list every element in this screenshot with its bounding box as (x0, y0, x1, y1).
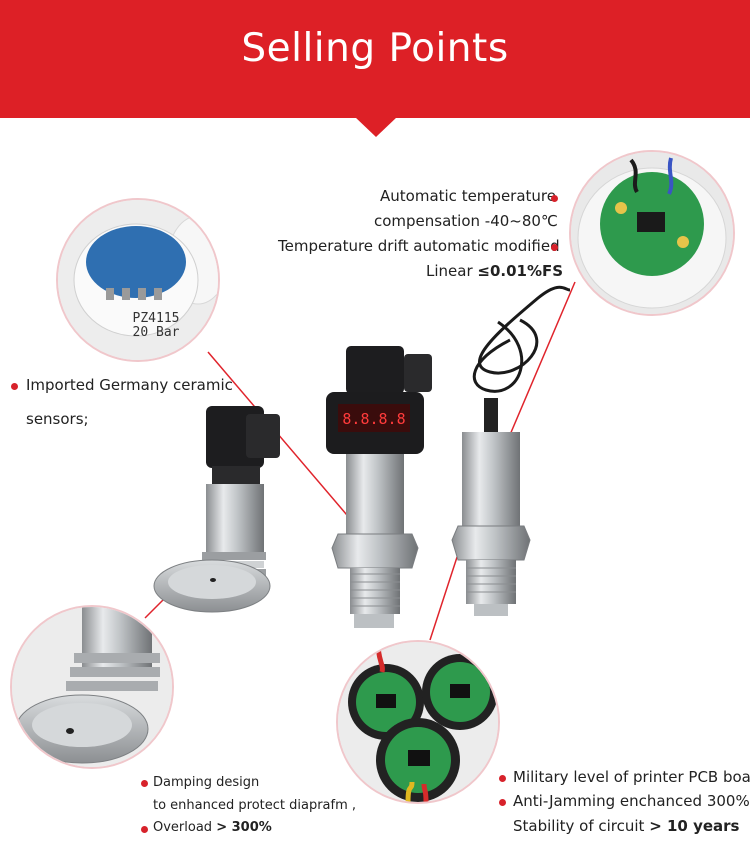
bullet-dot-icon (141, 826, 148, 833)
overload-text: Overload > 300% (153, 820, 272, 835)
bullet-dot-icon (551, 244, 558, 251)
display-pressure-transmitter: 8.8.8.8 (326, 346, 432, 628)
header-banner (0, 0, 750, 118)
temperature-board-circle (569, 150, 735, 316)
ceramic-sensor-text: Imported Germany ceramic (26, 376, 233, 394)
stability-text: Stability of circuit > 10 years (513, 817, 740, 835)
linear-value: ≤0.01%FS (477, 262, 564, 280)
bullet-dot-icon (11, 383, 18, 390)
page-title: Selling Points (241, 26, 509, 71)
ceramic-sensor-circle: PZ4115 20 Bar (56, 198, 220, 362)
pcb-board-circle (336, 640, 500, 804)
bullet-dot-icon (141, 780, 148, 787)
ceramic-label-2: 20 Bar (133, 325, 180, 340)
pcb-military-text: Military level of printer PCB board (513, 768, 750, 786)
display-reading: 8.8.8.8 (342, 410, 405, 428)
temp-drift-text: Temperature drift automatic modified (278, 237, 560, 255)
connector-line-ceramic (207, 351, 359, 529)
bullet-dot-icon (499, 799, 506, 806)
overload-prefix: Overload (153, 820, 217, 835)
cable-pressure-transmitter (451, 285, 571, 616)
linear-text: Linear ≤0.01%FS (426, 262, 563, 280)
damping-design-text: Damping design (153, 775, 260, 790)
sanitary-flange-sensor (153, 406, 280, 613)
damping-protect-text: to enhanced protect diaprafm , (153, 798, 357, 813)
stability-value: > 10 years (649, 817, 740, 835)
bullet-dot-icon (499, 775, 506, 782)
temp-compensation-range: compensation -40~80℃ (374, 212, 558, 230)
banner-arrow (355, 117, 397, 137)
anti-jamming-text: Anti-Jamming enchanced 300% (513, 792, 750, 810)
ceramic-label-1: PZ4115 (133, 311, 180, 326)
temp-compensation-title: Automatic temperature (380, 187, 556, 205)
bullet-dot-icon (551, 195, 558, 202)
stability-prefix: Stability of circuit (513, 817, 650, 835)
ceramic-sensor-text-2: sensors; (26, 410, 89, 428)
linear-prefix: Linear (426, 262, 478, 280)
overload-value: > 300% (216, 820, 272, 835)
damping-flange-circle (10, 605, 174, 769)
